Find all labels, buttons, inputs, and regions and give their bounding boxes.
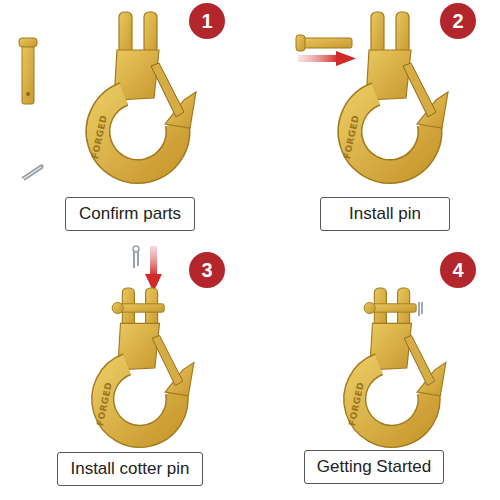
- step-text: Confirm parts: [79, 204, 181, 223]
- clevis-pin: [19, 38, 37, 104]
- step-number: 4: [440, 252, 476, 288]
- step-label: Install cotter pin: [57, 452, 202, 486]
- embossed-mark: FORGED: [89, 114, 108, 160]
- clevis-hook: [350, 12, 448, 172]
- cotter-pin: [22, 165, 43, 180]
- step-text: Install cotter pin: [70, 459, 189, 478]
- step-number: 1: [189, 3, 225, 39]
- embossed-mark: FORGED: [341, 114, 360, 160]
- red-arrow: [145, 246, 162, 292]
- embossed-mark: FORGED: [94, 381, 113, 427]
- step-label: Confirm parts: [65, 197, 195, 231]
- callout-number: 2: [452, 10, 463, 33]
- step-text: Getting Started: [317, 457, 431, 476]
- red-arrow: [298, 51, 356, 66]
- clevis-pin: [364, 302, 416, 313]
- embossed-mark: FORGED: [346, 381, 365, 427]
- step-number: 3: [189, 252, 225, 288]
- step-label: Getting Started: [304, 450, 444, 484]
- callout-number: 3: [201, 259, 212, 282]
- callout-number: 1: [201, 10, 212, 33]
- cotter-pin: [419, 302, 422, 316]
- cotter-pin: [133, 246, 139, 268]
- step-label: Install pin: [320, 197, 450, 231]
- clevis-hook: [103, 288, 194, 436]
- clevis-hook: [355, 288, 446, 436]
- clevis-pin: [112, 302, 164, 313]
- step-number: 2: [440, 3, 476, 39]
- clevis-hook: [98, 12, 196, 172]
- callout-number: 4: [452, 259, 463, 282]
- step-text: Install pin: [349, 204, 421, 223]
- clevis-pin: [296, 35, 352, 51]
